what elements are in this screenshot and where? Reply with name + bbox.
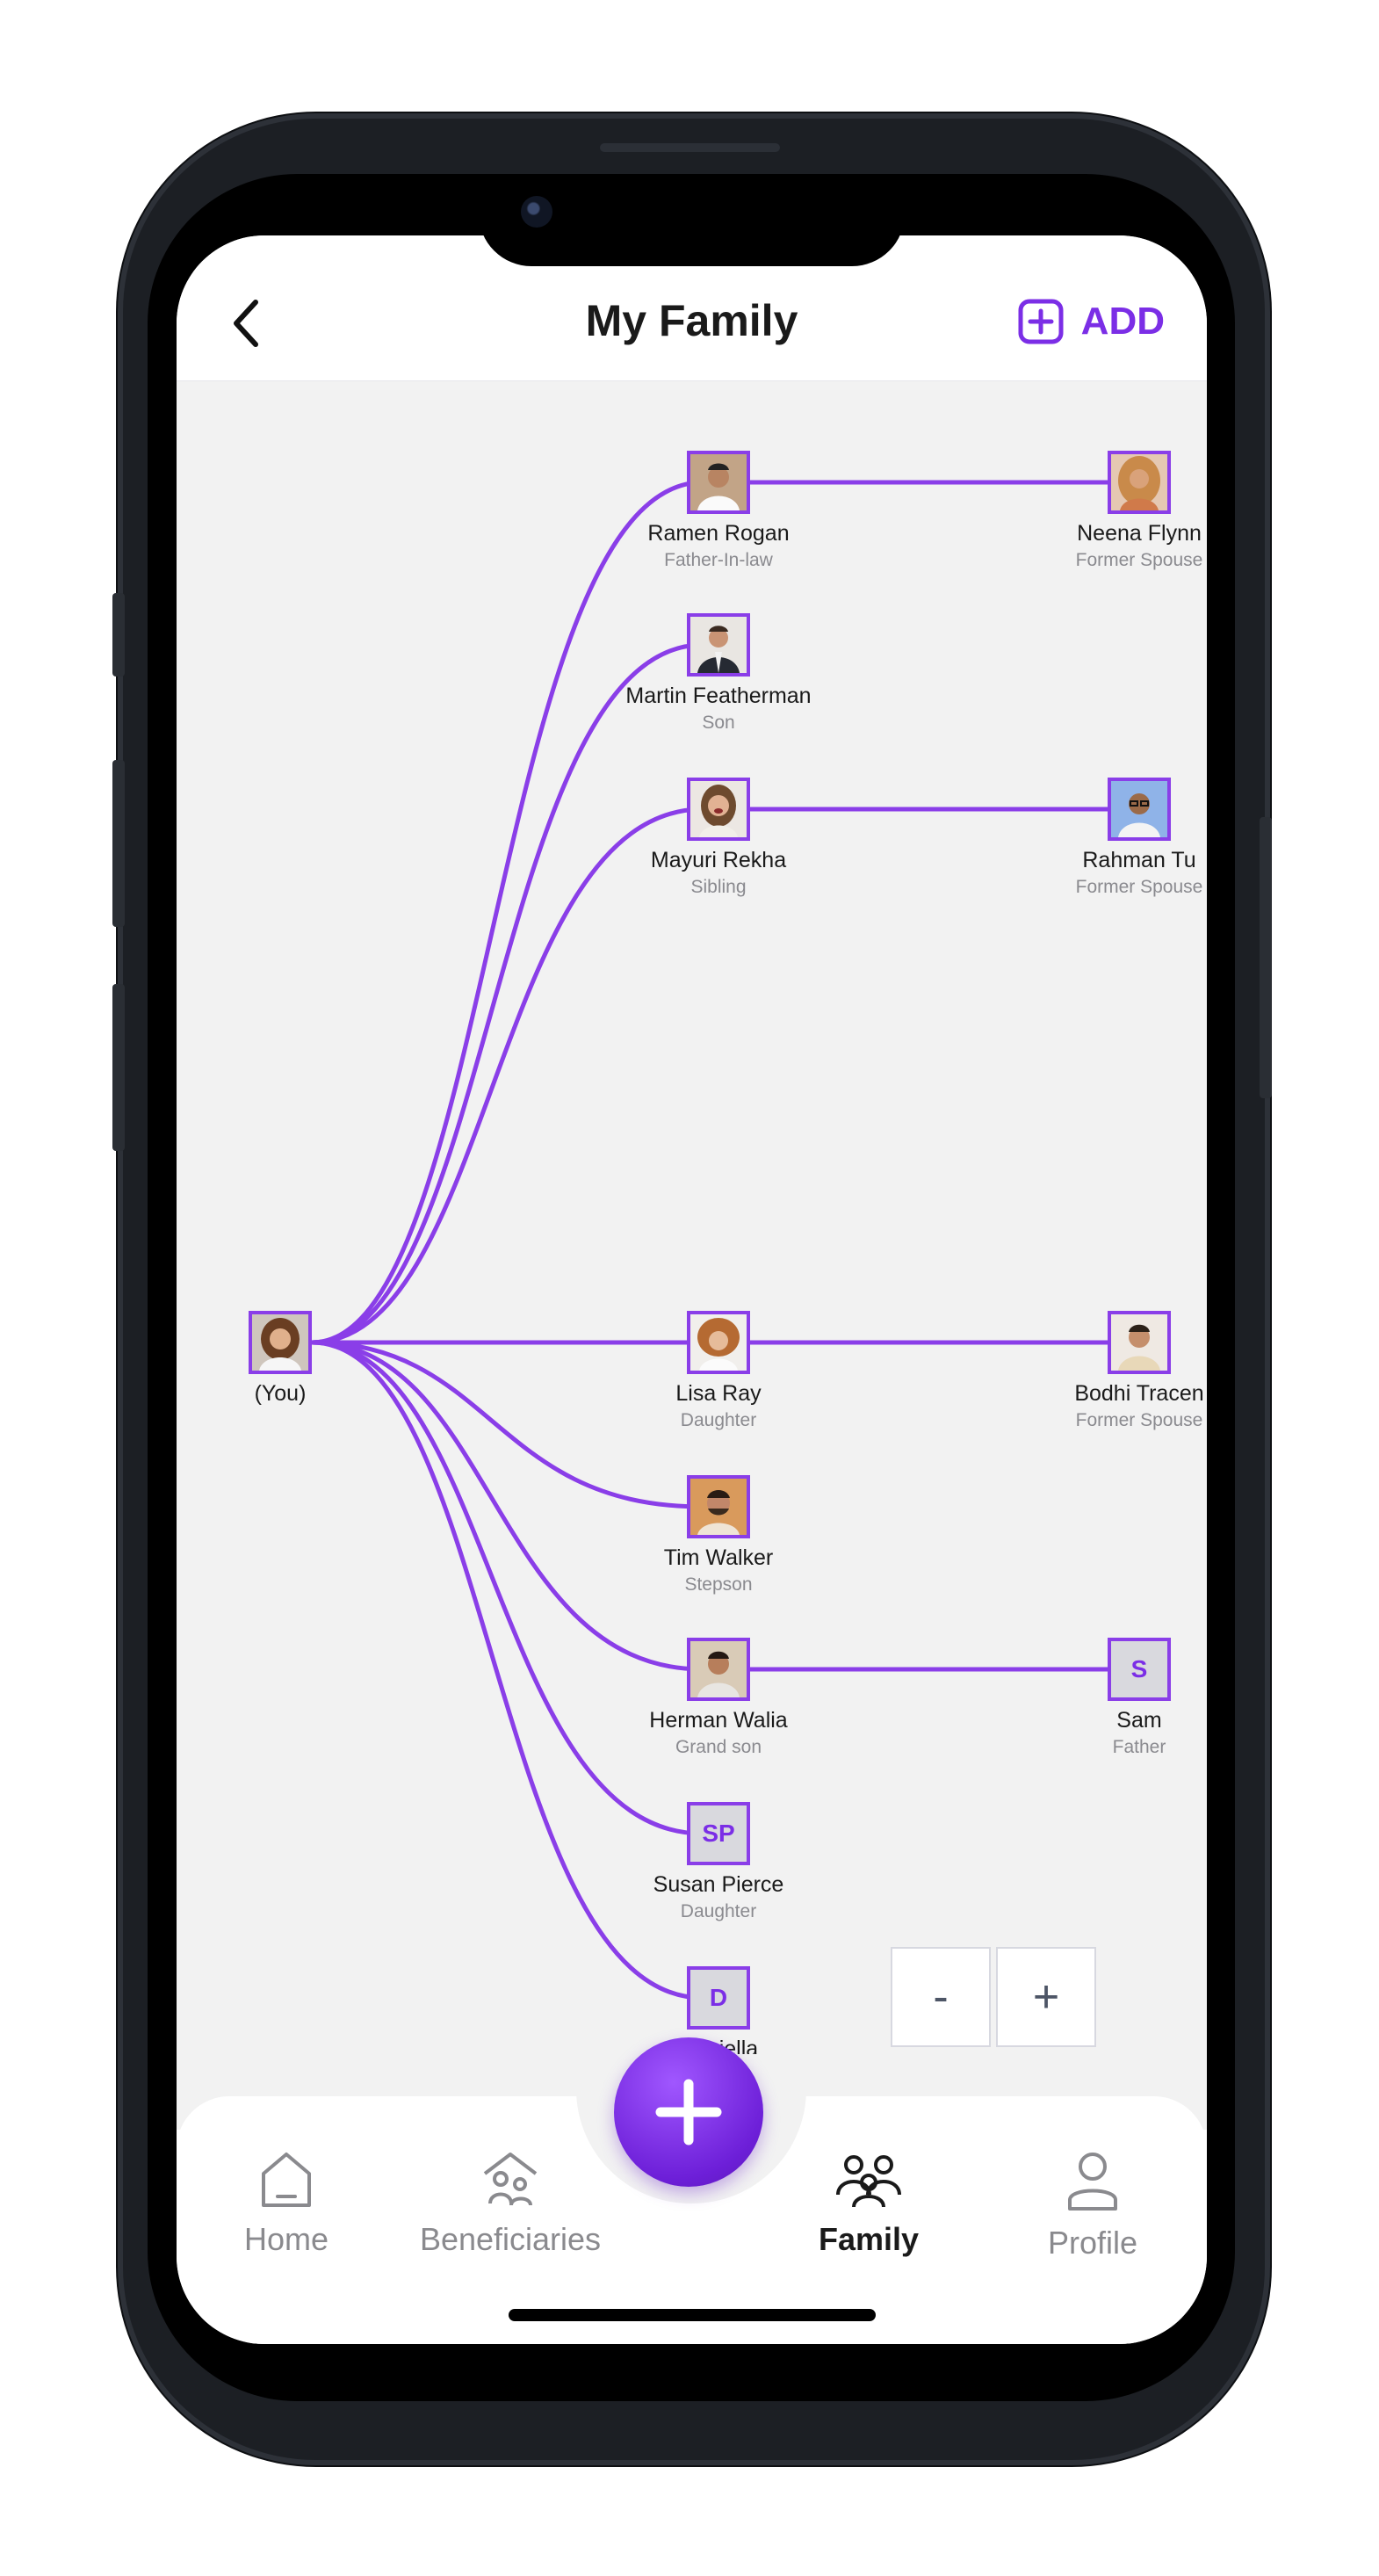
page-title: My Family xyxy=(585,296,798,345)
tree-node-bodhi-tracen: Bodhi Tracen Former Spouse xyxy=(1007,1311,1207,1431)
person-photo-icon xyxy=(690,1314,747,1371)
person-relation: Former Spouse xyxy=(1075,1410,1203,1430)
avatar[interactable] xyxy=(687,1311,750,1374)
person-name: Lisa Ray xyxy=(675,1381,762,1406)
tree-node-tim-walker: Tim Walker Stepson xyxy=(587,1475,850,1596)
person-name: (You) xyxy=(254,1381,307,1406)
nav-item-home[interactable]: Home xyxy=(185,2151,387,2258)
chevron-left-icon[interactable] xyxy=(229,297,264,350)
connector-martin xyxy=(311,642,704,1345)
person-name: Sam xyxy=(1116,1708,1162,1733)
avatar[interactable] xyxy=(687,778,750,841)
avatar[interactable] xyxy=(1108,451,1171,514)
avatar[interactable] xyxy=(1108,778,1171,841)
avatar[interactable] xyxy=(687,1475,750,1538)
avatar-initials[interactable]: D xyxy=(687,1966,750,2030)
person-photo-icon xyxy=(1111,1314,1167,1371)
avatar[interactable] xyxy=(687,451,750,514)
nav-item-beneficiaries[interactable]: Beneficiaries xyxy=(409,2151,611,2258)
avatar[interactable] xyxy=(687,1638,750,1701)
person-relation: Sibling xyxy=(690,877,747,897)
person-relation: Grand son xyxy=(675,1737,762,1757)
avatar-initials[interactable]: S xyxy=(1108,1638,1171,1701)
person-name: Tim Walker xyxy=(663,1545,774,1570)
tree-node-rahman-tu: Rahman Tu Former Spouse xyxy=(1007,778,1207,898)
person-relation: Former Spouse xyxy=(1075,550,1203,570)
avatar-initials[interactable]: SP xyxy=(687,1802,750,1865)
person-relation: Daughter xyxy=(680,1901,757,1921)
avatar[interactable] xyxy=(687,613,750,677)
nav-label: Home xyxy=(243,2221,329,2257)
nav-label: Beneficiaries xyxy=(419,2221,602,2257)
nav-label: Profile xyxy=(1047,2225,1138,2261)
volume-down-button xyxy=(112,984,125,1151)
family-tree-canvas[interactable]: (You) Ramen Rogan Father-In-law xyxy=(177,381,1207,2130)
person-relation: Father-In-law xyxy=(664,550,773,570)
volume-up-button xyxy=(112,760,125,927)
add-label: ADD xyxy=(1080,300,1165,343)
person-name: Susan Pierce xyxy=(653,1872,784,1897)
fab-add-button[interactable] xyxy=(614,2037,763,2187)
person-name: Rahman Tu xyxy=(1082,848,1196,872)
avatar[interactable] xyxy=(1108,1311,1171,1374)
connector-ramen xyxy=(311,480,704,1345)
camera-icon xyxy=(521,196,552,228)
person-photo-icon xyxy=(252,1314,308,1371)
tree-node-you: (You) xyxy=(177,1311,412,1407)
app-header: My Family ADD xyxy=(177,235,1207,381)
person-relation: Stepson xyxy=(684,1574,753,1595)
person-photo-icon xyxy=(690,454,747,510)
phone-speaker xyxy=(600,143,780,152)
family-icon xyxy=(836,2155,901,2208)
power-button xyxy=(1260,817,1272,1098)
profile-icon xyxy=(1068,2153,1117,2211)
person-name: Herman Walia xyxy=(649,1708,788,1733)
person-name: Neena Flynn xyxy=(1077,521,1202,546)
tree-node-mayuri-rekha: Mayuri Rekha Sibling xyxy=(587,778,850,898)
connector-mayuri xyxy=(311,807,704,1345)
home-indicator xyxy=(509,2309,876,2321)
add-member-button[interactable]: ADD xyxy=(1018,299,1165,344)
person-photo-icon xyxy=(690,617,747,673)
zoom-out-button[interactable]: - xyxy=(891,1947,991,2047)
person-name: Martin Featherman xyxy=(625,684,812,708)
beneficiaries-icon xyxy=(483,2153,538,2206)
person-relation: Daughter xyxy=(680,1410,757,1430)
tree-node-sam: S Sam Father xyxy=(1007,1638,1207,1758)
connector-susan xyxy=(311,1340,704,1836)
person-relation: Father xyxy=(1112,1737,1166,1757)
connector-herman xyxy=(311,1340,704,1672)
tree-node-lisa-ray: Lisa Ray Daughter xyxy=(587,1311,850,1431)
tree-node-susan-pierce: SP Susan Pierce Daughter xyxy=(587,1802,850,1922)
zoom-in-button[interactable]: + xyxy=(996,1947,1096,2047)
nav-item-family[interactable]: Family xyxy=(768,2151,970,2258)
tree-node-martin-featherman: Martin Featherman Son xyxy=(587,613,850,734)
mute-switch xyxy=(112,593,125,677)
plus-square-icon xyxy=(1018,299,1064,344)
tree-node-ramen-rogan: Ramen Rogan Father-In-law xyxy=(587,451,850,571)
connector-daniella xyxy=(311,1340,704,2001)
avatar[interactable] xyxy=(249,1311,312,1374)
person-photo-icon xyxy=(690,781,747,837)
person-photo-icon xyxy=(690,1479,747,1535)
person-photo-icon xyxy=(1111,454,1167,510)
person-name: Ramen Rogan xyxy=(647,521,790,546)
tree-connectors xyxy=(311,480,1123,2001)
person-relation: Son xyxy=(702,713,735,733)
person-photo-icon xyxy=(690,1641,747,1697)
nav-label: Family xyxy=(818,2221,920,2257)
tree-node-neena-flynn: Neena Flynn Former Spouse xyxy=(1007,451,1207,571)
connector-tim xyxy=(311,1340,704,1509)
app-screen: My Family ADD xyxy=(177,235,1207,2344)
tree-node-herman-walia: Herman Walia Grand son xyxy=(587,1638,850,1758)
home-icon xyxy=(262,2153,311,2207)
person-name: Mayuri Rekha xyxy=(650,848,787,872)
person-name: Bodhi Tracen xyxy=(1074,1381,1204,1406)
person-relation: Former Spouse xyxy=(1075,877,1203,897)
plus-icon xyxy=(655,2079,722,2145)
person-photo-icon xyxy=(1111,781,1167,837)
nav-item-profile[interactable]: Profile xyxy=(992,2151,1194,2261)
